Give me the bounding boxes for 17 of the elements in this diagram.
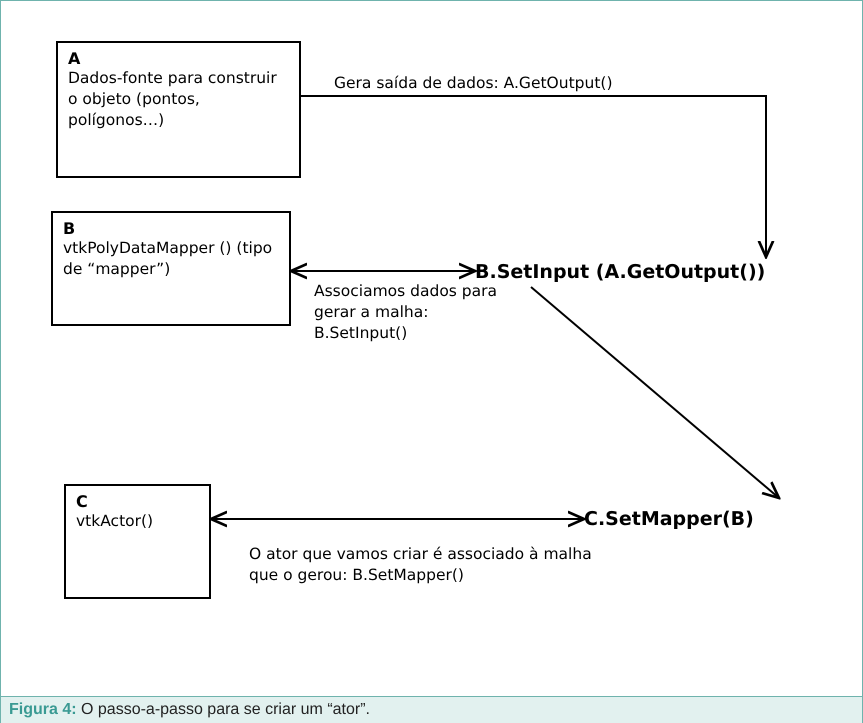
box-letter: C: [76, 492, 89, 511]
box-letter: A: [68, 49, 82, 68]
box-description: vtkPolyDataMapper () (tipo de “mapper”): [63, 238, 274, 280]
arrow: [290, 262, 476, 280]
box-letter: B: [63, 219, 76, 238]
arrow: [301, 95, 775, 258]
box-description: Dados-fonte para construir o objeto (pontos, polígonos…): [68, 68, 278, 131]
edge-label: O ator que vamos criar é associado à malha que o gerou: B.SetMapper(): [249, 544, 593, 586]
arrow: [530, 286, 780, 500]
arrow: [210, 510, 586, 528]
method-call-text: C.SetMapper(B): [584, 504, 814, 534]
figure-caption: Figura 4: O passo-a-passo para se criar um “ator”.: [0, 696, 863, 723]
object-box: [56, 41, 301, 178]
box-description: vtkActor(): [76, 511, 154, 532]
object-box: [64, 484, 211, 599]
object-box: [51, 211, 291, 326]
edge-label: Gera saída de dados: A.GetOutput(): [334, 73, 614, 94]
